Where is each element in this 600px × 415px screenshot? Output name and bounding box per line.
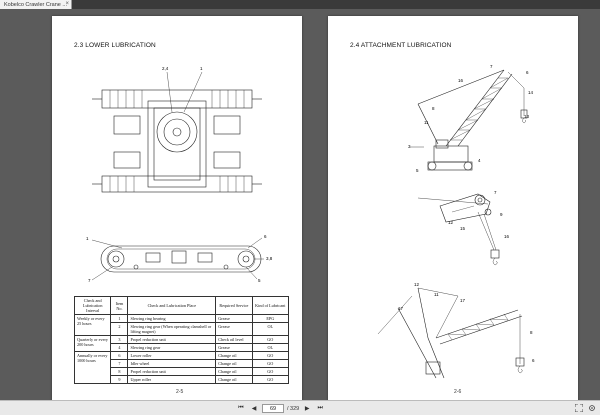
callout-top-b: 1 — [200, 66, 203, 71]
previous-page-button[interactable]: ◀ — [251, 406, 257, 412]
table-row: Weekly or every 25 hours 1 Slewing ring … — [73, 314, 290, 336]
close-icon[interactable]: × — [65, 1, 69, 7]
callout-luff-11: 11 — [434, 292, 439, 297]
callout-crane-3: 3 — [408, 144, 411, 149]
callout-luff-12: 12 — [414, 282, 420, 287]
callout-hook-9: 9 — [500, 212, 503, 217]
page-lower-lubrication: 2.3 LOWER LUBRICATION — [52, 16, 302, 403]
callout-crane-4: 4 — [478, 158, 481, 163]
page-number: 2-5 — [176, 389, 184, 395]
table-row: Quarterly or every 200 hours 3 Propel re… — [73, 335, 290, 352]
callout-crane-7: 7 — [490, 64, 493, 69]
callout-track-b: 6 — [264, 234, 267, 239]
next-page-button[interactable]: ▶ — [304, 406, 310, 412]
callout-luff-8: 8 — [530, 330, 533, 335]
callout-crane-5: 5 — [416, 168, 419, 173]
callout-crane-11: 11 — [424, 120, 429, 125]
crawler-crane-diagram — [410, 69, 528, 171]
callout-crane-14: 14 — [528, 90, 534, 95]
page-number: 2-6 — [454, 389, 462, 395]
col-service: Required Service — [215, 296, 253, 315]
document-tab[interactable]: Kobelco Crawler Crane ... × — [0, 0, 72, 9]
callout-track-a: 1 — [86, 236, 89, 241]
table-row: Annually or every 1000 hours 6 Lower rol… — [73, 351, 290, 384]
luffing-jib-diagram — [377, 287, 525, 379]
last-page-button[interactable]: ⏭ — [317, 405, 323, 411]
callout-track-c: 3,8 — [266, 256, 273, 261]
col-item: Item No. — [110, 296, 129, 315]
page-heading: 2.4 ATTACHMENT LUBRICATION — [350, 42, 452, 49]
bottom-toolbar: ⏮ ◀ / 329 ▶ ⏭ — [0, 400, 600, 415]
tab-bar: Kobelco Crawler Crane ... × — [0, 0, 600, 9]
total-pages: / 329 — [287, 405, 300, 412]
callout-luff-17a: 17 — [460, 298, 466, 303]
page-heading: 2.3 LOWER LUBRICATION — [74, 42, 156, 49]
col-lubricant: Kind of Lubricant — [251, 296, 290, 315]
callout-hook-16: 16 — [504, 234, 510, 239]
page-attachment-lubrication: 2.4 ATTACHMENT LUBRICATION — [328, 16, 578, 403]
lubrication-table: Check and Lubrication Interval Item No. … — [73, 296, 290, 384]
upper-structure-diagram — [92, 71, 262, 193]
tab-title: Kobelco Crawler Crane ... — [4, 1, 67, 8]
table-row: 2 Slewing ring gear (When operating clam… — [75, 322, 290, 336]
callout-luff-17b: 17 — [398, 306, 404, 311]
callout-hook-12: 12 — [448, 220, 454, 225]
track-side-diagram — [91, 237, 264, 281]
callout-crane-16: 16 — [458, 78, 464, 83]
first-page-button[interactable]: ⏮ — [238, 405, 244, 411]
callout-luff-6: 6 — [532, 358, 535, 363]
callout-crane-6: 6 — [526, 70, 529, 75]
page-number-input[interactable] — [262, 404, 284, 413]
callout-hook-15: 15 — [460, 226, 466, 231]
col-place: Check and Lubrication Place — [127, 296, 217, 315]
col-interval: Check and Lubrication Interval — [73, 296, 112, 315]
callout-track-e: 5 — [258, 278, 261, 283]
callout-top-a: 2,4 — [162, 66, 169, 71]
document-viewer[interactable]: 2.3 LOWER LUBRICATION — [0, 9, 600, 403]
table-row: 9 Upper roller Change oil GO — [75, 375, 290, 384]
settings-icon[interactable] — [587, 403, 596, 412]
toolbar-right — [574, 403, 596, 412]
boom-head-hook-diagram — [417, 193, 500, 266]
fullscreen-icon[interactable] — [574, 403, 583, 412]
callout-track-d: 7 — [88, 278, 91, 283]
callout-crane-13: 13 — [524, 114, 530, 119]
callout-hook-7: 7 — [494, 190, 497, 195]
page-navigation: ⏮ ◀ / 329 ▶ ⏭ — [236, 403, 325, 414]
callout-crane-8: 8 — [432, 106, 435, 111]
